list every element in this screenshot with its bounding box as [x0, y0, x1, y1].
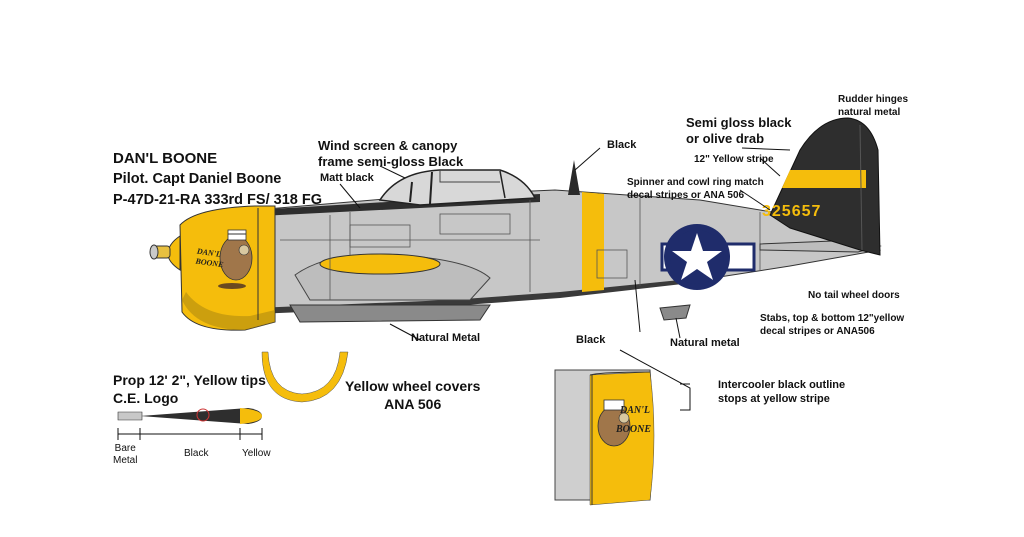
matt-black-label: Matt black [320, 172, 374, 184]
semi-gloss-label: Semi gloss black or olive drab [686, 115, 792, 147]
prop-title-label: Prop 12' 2", Yellow tips C.E. Logo [113, 372, 266, 406]
windscreen-label: Wind screen & canopy frame semi-gloss Bl… [318, 138, 464, 170]
prop-dimension-lines [117, 428, 263, 440]
propeller-blade [117, 408, 262, 424]
nose-art [218, 229, 253, 289]
wheel-covers-label: Yellow wheel covers ANA 506 [345, 378, 481, 412]
prop-black-label: Black [184, 448, 209, 459]
intercooler-label: Intercooler black outline stops at yello… [718, 379, 846, 405]
title-block: DAN'L BOONE Pilot. Capt Daniel Boone P-4… [113, 148, 322, 211]
leader-lines [339, 147, 791, 411]
panel-lines [280, 198, 761, 300]
stabilizer-stripes-label: Stabs, top & bottom 12"yellow decal stri… [760, 313, 905, 337]
yellow-stripe-label: 12" Yellow stripe [694, 154, 774, 165]
black-top-label: Black [607, 139, 637, 151]
aircraft-model: P-47D-21-RA 333rd FS/ 318 FG [113, 192, 322, 208]
wheel-number: 657 [297, 380, 309, 387]
inset-nose-art-line1: DAN'L [619, 405, 650, 416]
black-bottom-label: Black [576, 334, 606, 346]
natural-metal-right-label: Natural metal [670, 337, 740, 349]
pilot-name: Pilot. Capt Daniel Boone [113, 171, 282, 187]
inset-nose-art-line2: BOONE [615, 424, 651, 435]
natural-metal-bottom-label: Natural Metal [411, 332, 481, 344]
inset-cowling-detail: DAN'L BOONE [554, 369, 655, 506]
antenna-mast [568, 160, 580, 195]
fuselage-yellow-stripe [582, 192, 604, 292]
wheel-cover [261, 351, 349, 403]
wheel-well [319, 253, 441, 275]
aircraft-name: DAN'L BOONE [113, 150, 218, 167]
serial-number: 325657 [762, 203, 821, 220]
prop-yellow-label: Yellow [242, 448, 271, 459]
rudder-hinges-label: Rudder hinges natural metal [838, 94, 909, 118]
prop-bare-metal-label: Bare Metal [113, 443, 138, 466]
tail-yellow-stripe [782, 170, 866, 188]
cowling-shadow [182, 292, 275, 330]
canopy [378, 169, 537, 206]
no-tail-wheel-doors-label: No tail wheel doors [808, 290, 900, 301]
spinner-cowl-label: Spinner and cowl ring match decal stripe… [627, 177, 764, 201]
national-insignia [660, 224, 756, 290]
